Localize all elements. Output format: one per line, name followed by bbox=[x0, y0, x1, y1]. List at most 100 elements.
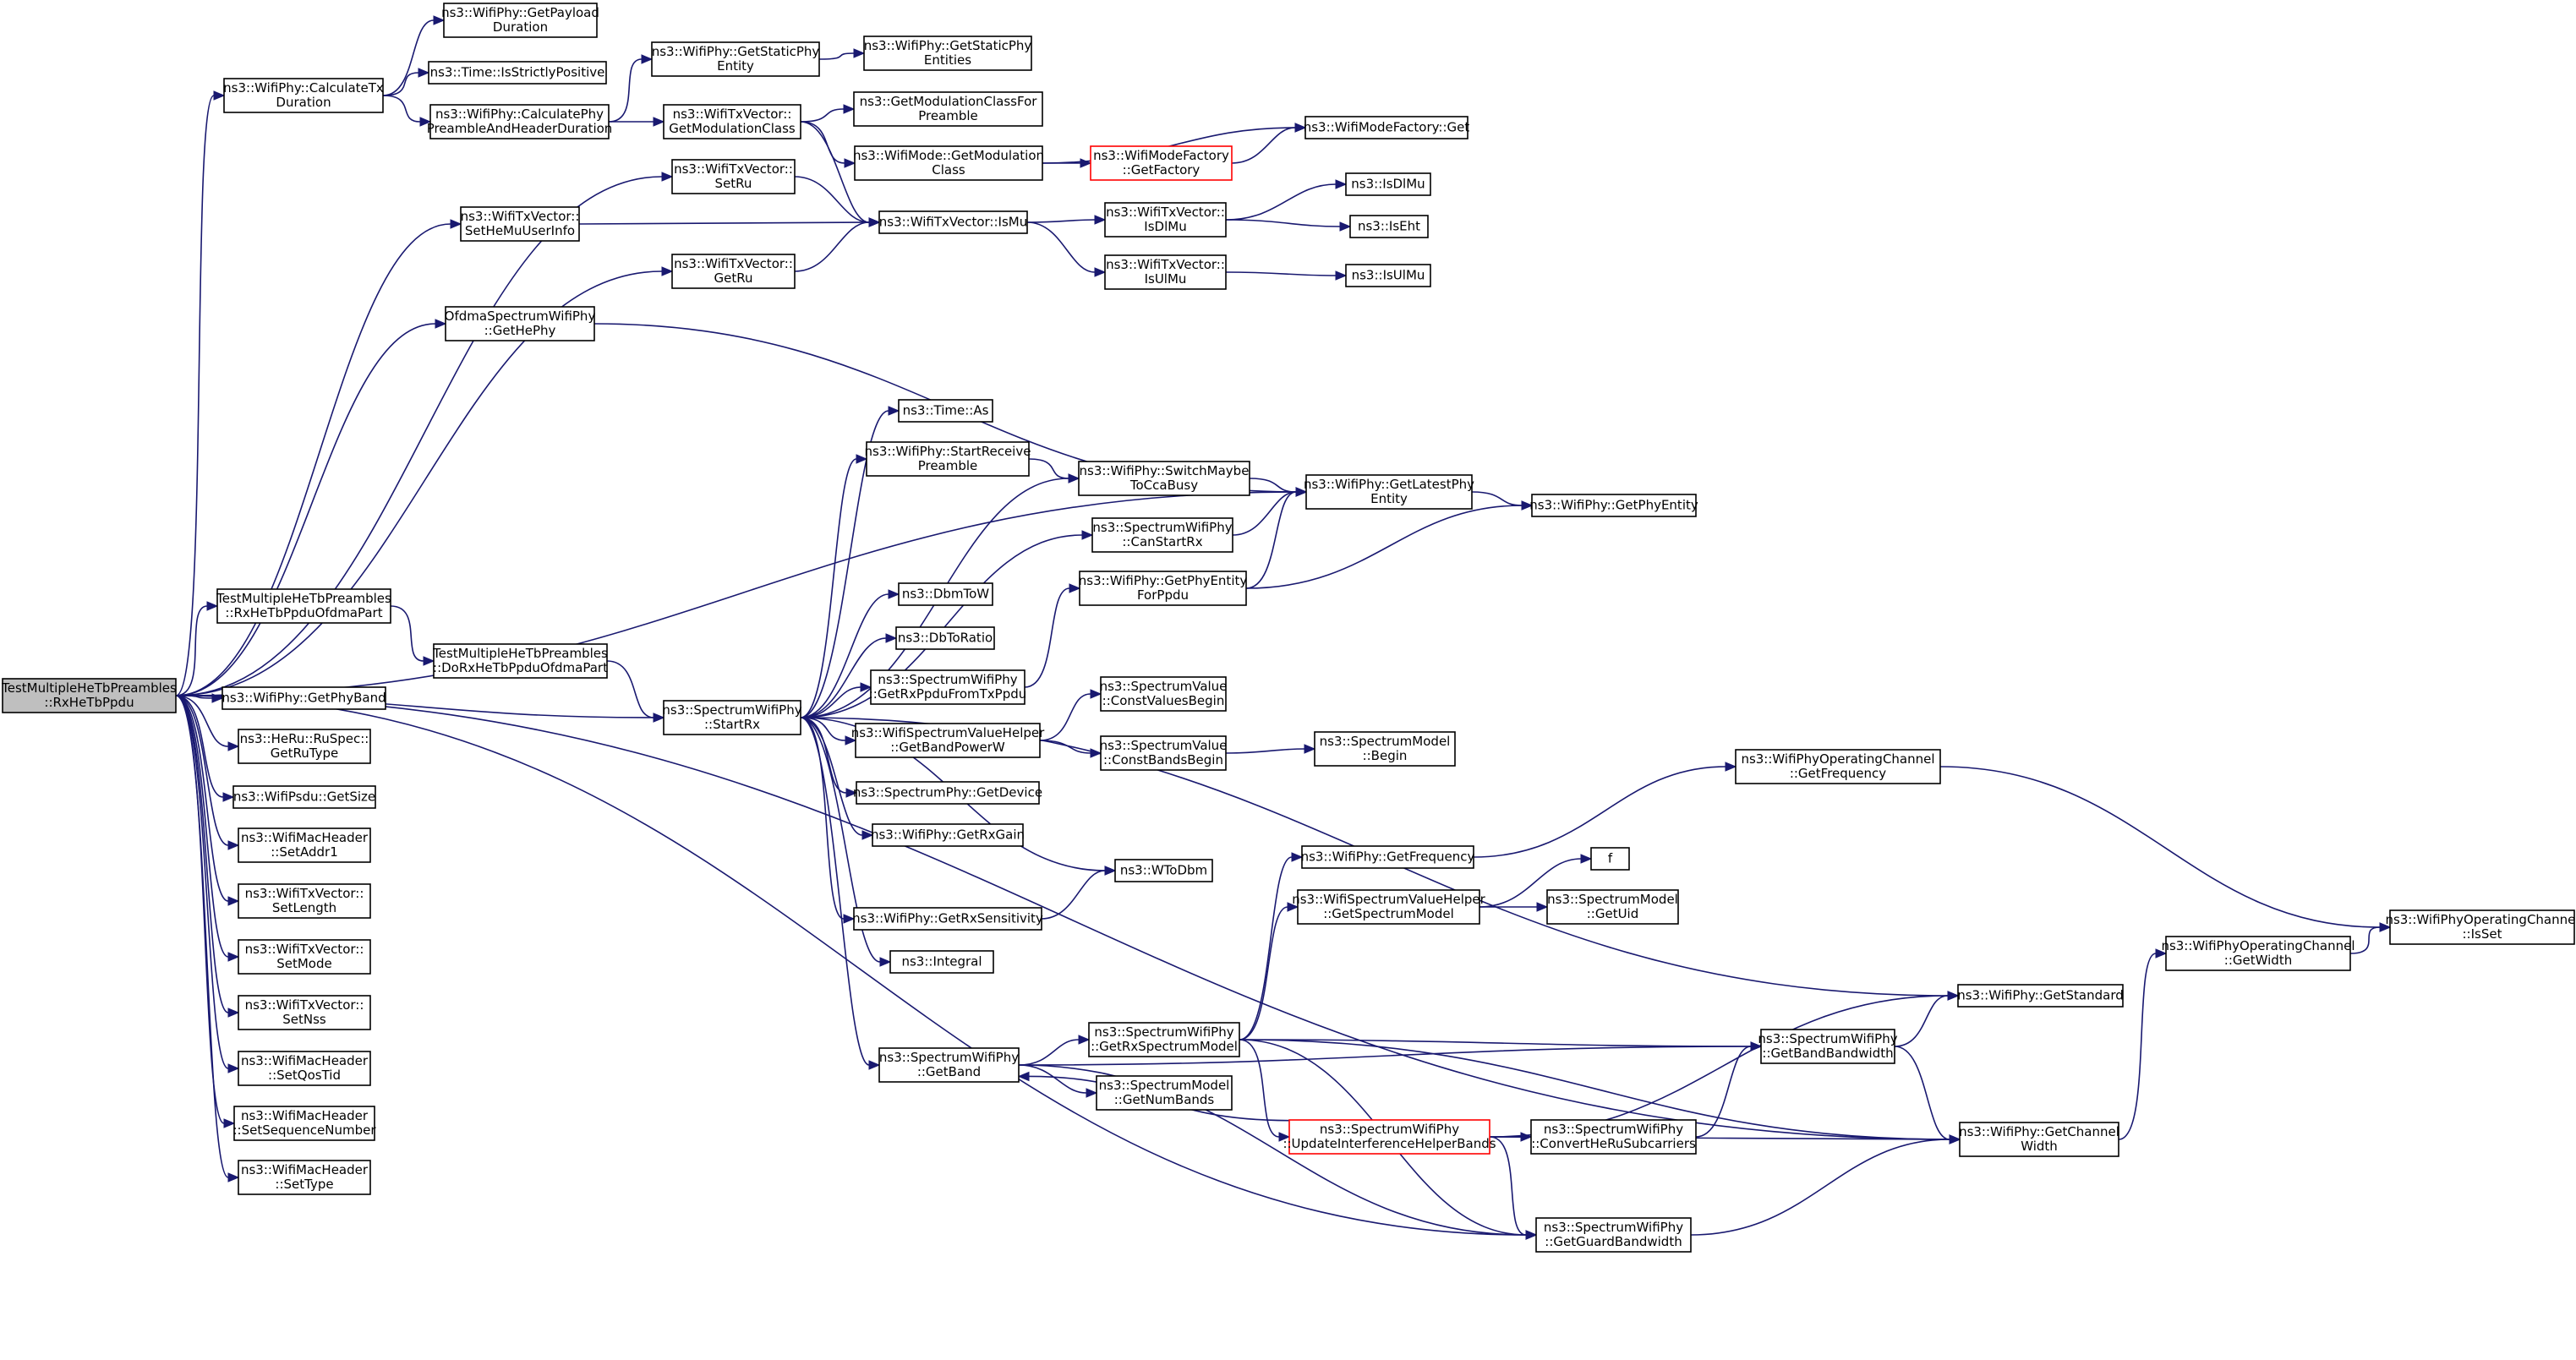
node-updIntfHelper[interactable]: ns3::SpectrumWifiPhy::UpdateInterference… bbox=[1283, 1119, 1496, 1155]
node-getStandard[interactable]: ns3::WifiPhy::GetStandard bbox=[1957, 984, 2124, 1008]
node-box bbox=[895, 626, 995, 650]
node-convHeRu[interactable]: ns3::SpectrumWifiPhy::ConvertHeRuSubcarr… bbox=[1530, 1119, 1697, 1155]
node-opChGetWidth[interactable]: ns3::WifiPhyOperatingChannel::GetWidth bbox=[2161, 936, 2355, 971]
edge-getRxSens-to-wToDbm bbox=[1041, 866, 1117, 920]
edge-getPhyEntityForPpdu-to-getPhyEntity bbox=[1245, 500, 1534, 589]
edge-startRx-to-integral bbox=[800, 717, 892, 967]
node-getRxSpecModel[interactable]: ns3::SpectrumWifiPhy::GetRxSpectrumModel bbox=[1088, 1022, 1240, 1057]
node-getRxPpdu[interactable]: ns3::SpectrumWifiPhy::GetRxPpduFromTxPpd… bbox=[869, 669, 1027, 705]
node-label-line: ::CanStartRx bbox=[1122, 534, 1202, 549]
node-isMu[interactable]: ns3::WifiTxVector::IsMu bbox=[878, 210, 1028, 234]
node-label-line: ns3::WifiSpectrumValueHelper bbox=[851, 725, 1045, 740]
node-timeAs[interactable]: ns3::Time::As bbox=[898, 399, 993, 423]
edge-line bbox=[1245, 505, 1523, 589]
node-startRx[interactable]: ns3::SpectrumWifiPhy::StartRx bbox=[662, 700, 802, 735]
node-label-line: ns3::WifiPhy::GetLatestPhy bbox=[1304, 477, 1474, 492]
node-getBandPowerW[interactable]: ns3::WifiSpectrumValueHelper::GetBandPow… bbox=[851, 723, 1045, 758]
node-box bbox=[651, 41, 820, 77]
node-getDevice[interactable]: ns3::SpectrumPhy::GetDevice bbox=[853, 781, 1042, 805]
edge-line bbox=[800, 637, 887, 718]
node-getRxSens[interactable]: ns3::WifiPhy::GetRxSensitivity bbox=[852, 907, 1043, 931]
node-isDlMuTx[interactable]: ns3::WifiTxVector::IsDlMu bbox=[1104, 202, 1227, 238]
node-getBandBw[interactable]: ns3::SpectrumWifiPhy::GetBandBandwidth bbox=[1758, 1029, 1898, 1064]
node-setSeqNum[interactable]: ns3::WifiMacHeader::SetSequenceNumber bbox=[233, 1106, 377, 1141]
node-isDlMu[interactable]: ns3::IsDlMu bbox=[1345, 172, 1431, 196]
node-setType[interactable]: ns3::WifiMacHeader::SetType bbox=[238, 1160, 371, 1195]
node-setRu[interactable]: ns3::WifiTxVector::SetRu bbox=[671, 159, 796, 194]
node-doRxHeTbOfdma[interactable]: TestMultipleHeTbPreambles::DoRxHeTbPpduO… bbox=[432, 643, 608, 679]
node-integral[interactable]: ns3::Integral bbox=[889, 950, 994, 974]
node-getPhyBand[interactable]: ns3::WifiPhy::GetPhyBand bbox=[222, 686, 386, 710]
edge-setRu-to-isMu bbox=[794, 176, 881, 227]
edge-constBandsBegin-to-specModelBegin bbox=[1225, 744, 1316, 754]
node-modeGetModClass[interactable]: ns3::WifiMode::GetModulationClass bbox=[853, 145, 1044, 181]
edge-arrowhead bbox=[853, 48, 866, 58]
node-getModClassTx[interactable]: ns3::WifiTxVector::GetModulationClass bbox=[663, 104, 801, 139]
node-label-line: ns3::SpectrumWifiPhy bbox=[1094, 1024, 1233, 1040]
node-getRu[interactable]: ns3::WifiTxVector::GetRu bbox=[671, 254, 796, 289]
node-setNss[interactable]: ns3::WifiTxVector::SetNss bbox=[238, 995, 371, 1030]
edge-line bbox=[578, 221, 870, 225]
node-setHeMu[interactable]: ns3::WifiTxVector::SetHeMuUserInfo bbox=[460, 206, 580, 242]
node-wToDbm[interactable]: ns3::WToDbm bbox=[1114, 859, 1213, 882]
node-getNumBands[interactable]: ns3::SpectrumModel::GetNumBands bbox=[1096, 1075, 1233, 1111]
node-isEht[interactable]: ns3::IsEht bbox=[1349, 215, 1429, 238]
node-isUlMu[interactable]: ns3::IsUlMu bbox=[1345, 264, 1431, 287]
node-specModelBegin[interactable]: ns3::SpectrumModel::Begin bbox=[1314, 731, 1456, 767]
node-label-line: ::StartRx bbox=[704, 717, 760, 732]
node-root[interactable]: TestMultipleHeTbPreambles::RxHeTbPpdu bbox=[1, 678, 177, 713]
node-getUid[interactable]: ns3::SpectrumModel::GetUid bbox=[1546, 889, 1679, 925]
node-modeFactoryGet[interactable]: ns3::WifiModeFactory::Get bbox=[1304, 116, 1470, 139]
node-calcPreamble[interactable]: ns3::WifiPhy::CalculatePhyPreambleAndHea… bbox=[427, 104, 613, 139]
node-dbmToW[interactable]: ns3::DbmToW bbox=[898, 582, 993, 606]
node-constValuesBegin[interactable]: ns3::SpectrumValue::ConstValuesBegin bbox=[1100, 676, 1228, 712]
edge-line bbox=[1039, 740, 1091, 754]
node-setMode[interactable]: ns3::WifiTxVector::SetMode bbox=[238, 939, 371, 975]
node-label-line: ToCcaBusy bbox=[1129, 478, 1198, 493]
edge-arrowhead bbox=[227, 896, 240, 906]
node-setLength[interactable]: ns3::WifiTxVector::SetLength bbox=[238, 883, 371, 919]
node-modeFactoryGetFactory[interactable]: ns3::WifiModeFactory::GetFactory bbox=[1090, 145, 1233, 181]
node-f[interactable]: f bbox=[1590, 847, 1630, 871]
node-getGuardBw[interactable]: ns3::SpectrumWifiPhy::GetGuardBandwidth bbox=[1535, 1217, 1692, 1253]
node-getPhyEntity[interactable]: ns3::WifiPhy::GetPhyEntity bbox=[1529, 494, 1698, 517]
node-ofdmaGetHePhy[interactable]: OfdmaSpectrumWifiPhy::GetHePhy bbox=[445, 306, 596, 341]
edge-arrowhead bbox=[1090, 689, 1102, 699]
node-getSpecModel[interactable]: ns3::WifiSpectrumValueHelper::GetSpectru… bbox=[1292, 889, 1486, 925]
node-label-line: ns3::WifiMacHeader bbox=[241, 830, 369, 845]
edge-updIntfHelper-to-getStandard bbox=[1489, 991, 1960, 1138]
node-getRuType[interactable]: ns3::HeRu::RuSpec::GetRuType bbox=[238, 729, 371, 764]
node-label-line: ns3::SpectrumWifiPhy bbox=[1544, 1220, 1683, 1235]
node-isStrictlyPos[interactable]: ns3::Time::IsStrictlyPositive bbox=[428, 61, 607, 85]
node-getFrequency[interactable]: ns3::WifiPhy::GetFrequency bbox=[1301, 845, 1475, 869]
edge-line bbox=[1028, 458, 1069, 479]
node-label-line: ::SetSequenceNumber bbox=[233, 1122, 377, 1138]
node-canStartRx[interactable]: ns3::SpectrumWifiPhy::CanStartRx bbox=[1091, 517, 1233, 553]
node-isUlMuTx[interactable]: ns3::WifiTxVector::IsUlMu bbox=[1104, 254, 1227, 290]
node-opChIsSet[interactable]: ns3::WifiPhyOperatingChannel::IsSet bbox=[2385, 909, 2576, 945]
node-rxHeTbOfdma[interactable]: TestMultipleHeTbPreambles::RxHeTbPpduOfd… bbox=[216, 588, 391, 624]
edge-line bbox=[175, 695, 229, 902]
node-psduGetSize[interactable]: ns3::WifiPsdu::GetSize bbox=[232, 785, 376, 809]
node-getRxGain[interactable]: ns3::WifiPhy::GetRxGain bbox=[871, 823, 1025, 847]
node-dbToRatio[interactable]: ns3::DbToRatio bbox=[895, 626, 995, 650]
node-opChGetFreq[interactable]: ns3::WifiPhyOperatingChannel::GetFrequen… bbox=[1735, 749, 1941, 784]
node-constBandsBegin[interactable]: ns3::SpectrumValue::ConstBandsBegin bbox=[1100, 735, 1228, 771]
node-label-line: PreambleAndHeaderDuration bbox=[427, 121, 613, 136]
node-setQosTid[interactable]: ns3::WifiMacHeader::SetQosTid bbox=[238, 1051, 371, 1086]
node-box bbox=[2389, 909, 2575, 945]
node-setAddr1[interactable]: ns3::WifiMacHeader::SetAddr1 bbox=[238, 827, 371, 863]
node-getBand[interactable]: ns3::SpectrumWifiPhy::GetBand bbox=[878, 1047, 1020, 1083]
node-label-line: ::Begin bbox=[1363, 748, 1408, 763]
edge-arrowhead bbox=[1104, 866, 1117, 876]
